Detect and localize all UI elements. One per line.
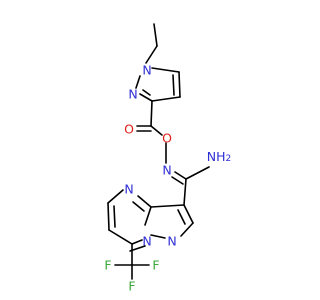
atom-n-pyrimidine: N bbox=[124, 182, 133, 197]
bond-c-nh2 bbox=[185, 166, 210, 180]
atom-n-ethyl: N bbox=[142, 63, 151, 78]
bond-c5-c6-double bbox=[113, 205, 116, 228]
bond-c3-carbonyl bbox=[150, 100, 153, 127]
atom-n-pyrazole-b: N bbox=[167, 234, 176, 249]
bond-n1-n7a bbox=[150, 234, 166, 239]
bond-c3-n2 bbox=[139, 93, 153, 102]
atom-n-bridgehead: N bbox=[142, 234, 151, 249]
bond-c7-n7a bbox=[131, 239, 143, 245]
bond-c3-c2-double bbox=[177, 209, 186, 225]
bond-c2-n1 bbox=[180, 222, 194, 237]
atom-labels: N N O O N NH2 N N N F F F bbox=[104, 63, 231, 294]
atom-f-left: F bbox=[104, 258, 111, 273]
bond-c3a-n4 bbox=[137, 195, 152, 208]
bond-c5-c4 bbox=[178, 71, 181, 98]
bond-n2-n1 bbox=[135, 75, 141, 89]
bond-c3a-n4-double bbox=[132, 201, 145, 212]
bond-n1-c5 bbox=[151, 67, 180, 73]
molecule-structure: N N O O N NH2 N N N F F F bbox=[104, 23, 231, 294]
bond-c3a-n7a bbox=[144, 206, 152, 226]
bond-ethyl-ch2-n bbox=[145, 45, 158, 64]
bond-c5-c6 bbox=[107, 202, 110, 231]
bond-n4-c5 bbox=[107, 189, 124, 204]
bond-c5-c4-double bbox=[172, 74, 175, 96]
bond-c3-c3a bbox=[150, 204, 185, 208]
bond-c-c3-core bbox=[183, 178, 187, 206]
bonds bbox=[107, 23, 210, 280]
atom-o-carbonyl: O bbox=[124, 122, 134, 137]
atom-n-oxime: N bbox=[162, 163, 171, 178]
atom-n-pyrazole-2: N bbox=[128, 87, 137, 102]
bond-n-c-double-1 bbox=[174, 171, 187, 180]
bond-c3-n2-double bbox=[142, 89, 151, 96]
bond-ethyl-ch3 bbox=[153, 23, 158, 47]
atom-o-ester: O bbox=[162, 131, 172, 146]
atom-nh2-subscript: 2 bbox=[226, 154, 232, 164]
bond-c3-c2 bbox=[183, 204, 194, 224]
atom-f-right: F bbox=[152, 258, 159, 273]
bond-c6-c7 bbox=[108, 229, 133, 245]
bond-n-c-double-2 bbox=[171, 176, 184, 185]
atom-f-bottom: F bbox=[128, 279, 135, 294]
bond-c-o-ester bbox=[150, 125, 163, 136]
bond-c4-c3 bbox=[151, 96, 181, 102]
atom-nh2-text: NH bbox=[207, 149, 226, 164]
atom-nh2: NH2 bbox=[207, 149, 231, 165]
